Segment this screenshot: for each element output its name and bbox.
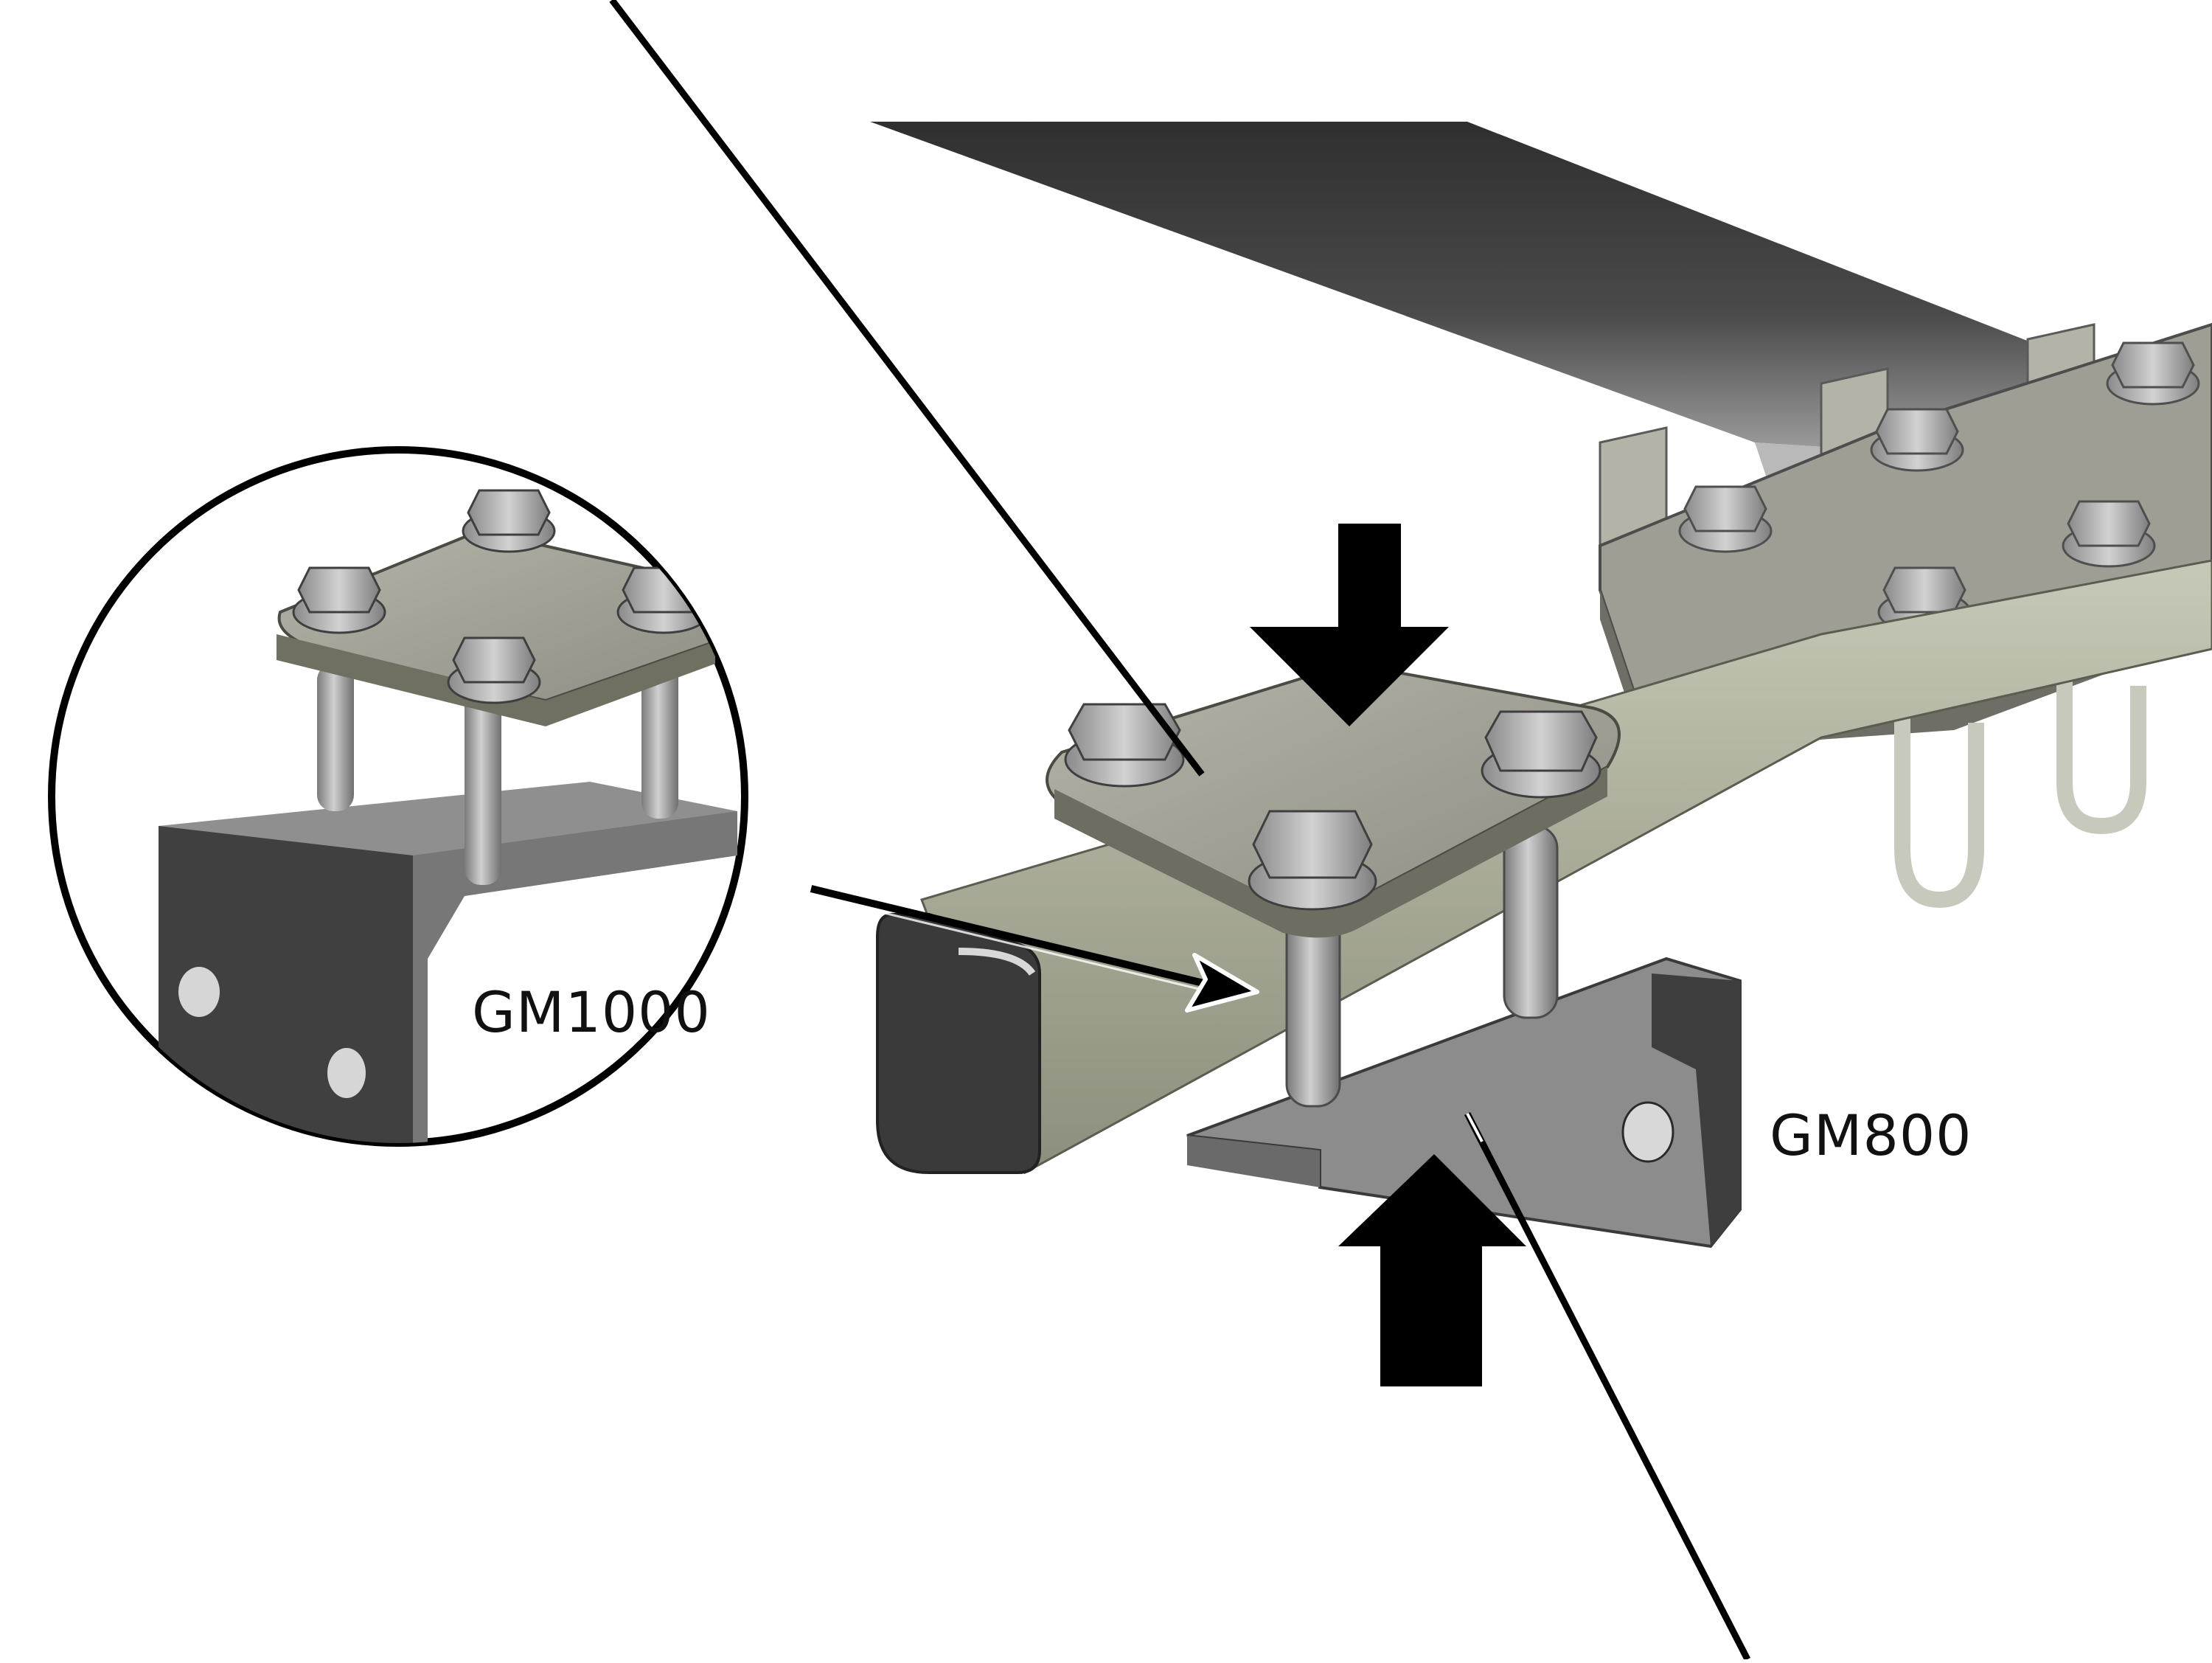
down-arrow-icon bbox=[1250, 524, 1449, 726]
leader-line-upper bbox=[609, 0, 1205, 777]
lower-angle-bracket bbox=[1186, 957, 1742, 1249]
main-plate-bolts bbox=[1064, 703, 1601, 911]
leader-line-lower bbox=[1464, 1111, 1751, 1662]
detail-magnifier bbox=[48, 446, 748, 1147]
detail-model-label: GM1000 bbox=[472, 979, 711, 1045]
main-model-label: GM800 bbox=[1770, 1103, 1972, 1168]
up-arrow-icon bbox=[1338, 1154, 1526, 1386]
pointer-arrow-icon bbox=[810, 885, 1259, 1013]
square-tube bbox=[876, 559, 2212, 1175]
